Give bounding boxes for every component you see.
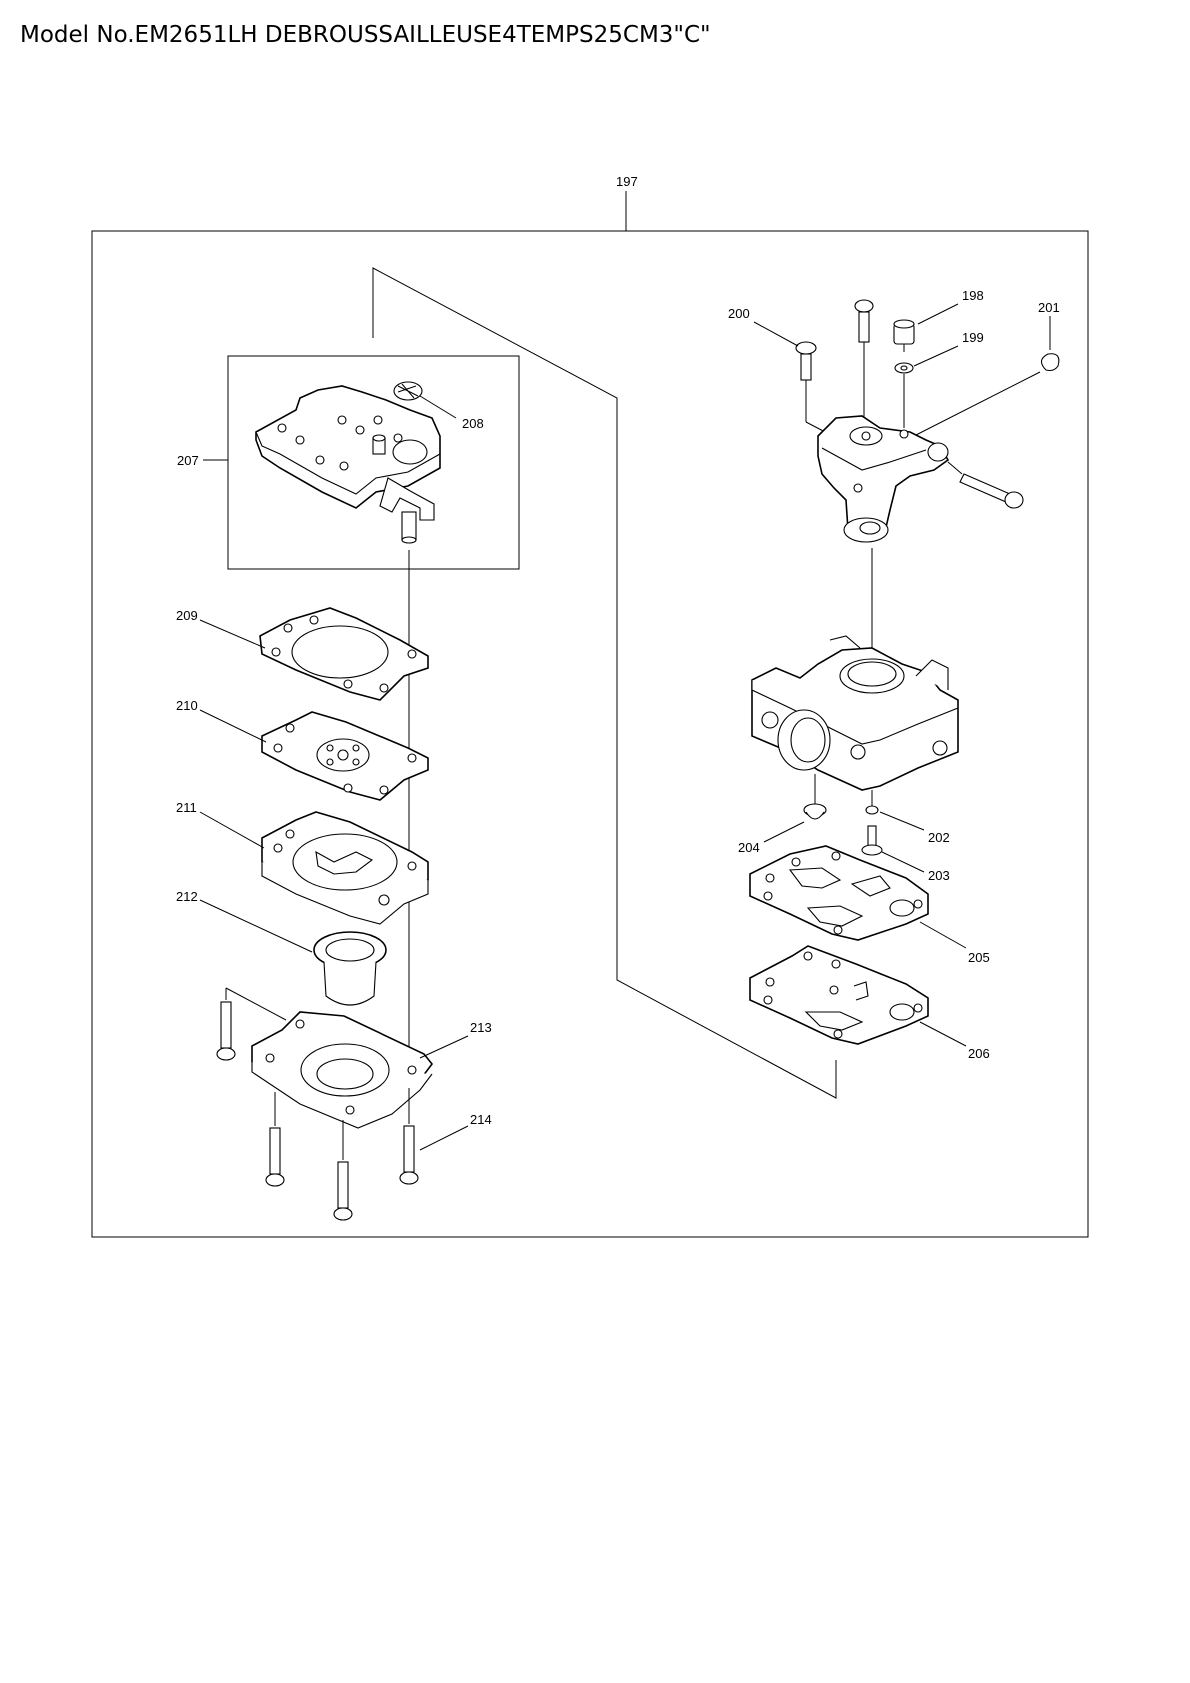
diaphragm-210: 210 <box>176 698 429 801</box>
callout-205: 205 <box>968 950 990 965</box>
idle-screw <box>947 461 1024 509</box>
assembly-frame <box>91 230 1089 1238</box>
callout-204: 204 <box>738 840 760 855</box>
check-valve-212: 212 <box>176 889 387 1006</box>
callout-213: 213 <box>470 1020 492 1035</box>
callout-203: 203 <box>928 868 950 883</box>
screw-200: 200 <box>728 306 853 447</box>
e-clip-201: 201 <box>913 300 1060 437</box>
callout-202: 202 <box>928 830 950 845</box>
callout-206: 206 <box>968 1046 990 1061</box>
callout-214: 214 <box>470 1112 492 1127</box>
throttle-lever-assembly <box>817 415 950 543</box>
pump-cover-207 <box>255 385 441 544</box>
cover-plate-213: 213 <box>251 1011 492 1129</box>
cap-198: 198 <box>893 288 984 352</box>
callout-198: 198 <box>962 288 984 303</box>
page-title: Model No.EM2651LH DEBROUSSAILLEUSE4TEMPS… <box>20 22 711 48</box>
callout-207: 207 <box>177 453 199 468</box>
callout-209: 209 <box>176 608 198 623</box>
washer-199: 199 <box>894 330 984 428</box>
o-ring-202: 202 <box>865 790 950 845</box>
callout-211: 211 <box>176 800 197 815</box>
carburetor-body <box>751 635 959 791</box>
callout-199: 199 <box>962 330 984 345</box>
group-bracket <box>372 267 837 1099</box>
screw-214-a <box>216 1001 236 1061</box>
subassembly-box-207 <box>227 355 520 570</box>
gasket-209: 209 <box>176 607 429 701</box>
screw-214-d <box>399 1125 419 1185</box>
screw-214-c <box>333 1161 353 1221</box>
needle-203: 203 <box>861 825 950 883</box>
callout-210: 210 <box>176 698 198 713</box>
gasket-206: 206 <box>749 945 990 1061</box>
callout-200: 200 <box>728 306 750 321</box>
valve-204: 204 <box>738 774 827 855</box>
filter-screen-208: 208 <box>393 381 484 431</box>
pump-body-211: 211 <box>176 800 429 925</box>
gasket-205: 205 <box>749 845 990 965</box>
screw-set-214: 214 <box>216 987 492 1221</box>
callout-197: 197 <box>616 174 638 189</box>
screw-214-b <box>265 1127 285 1187</box>
callout-201: 201 <box>1038 300 1060 315</box>
callout-212: 212 <box>176 889 198 904</box>
callout-208: 208 <box>462 416 484 431</box>
screw-top <box>854 299 874 420</box>
